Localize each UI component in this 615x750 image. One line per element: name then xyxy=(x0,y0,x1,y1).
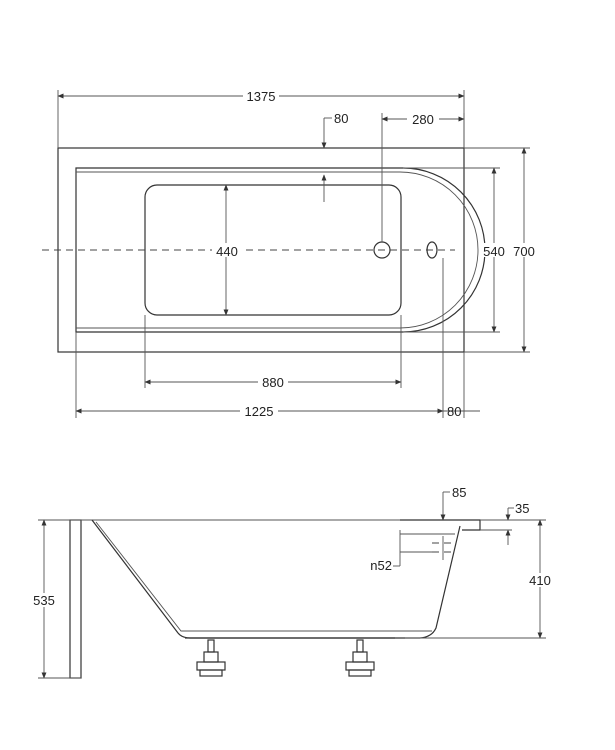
dim-drain-offset: 280 xyxy=(412,112,434,127)
dim-total-height: 535 xyxy=(33,593,55,608)
dim-left-offset: 80 xyxy=(334,111,348,126)
top-view: 1375 80 280 440 540 700 880 xyxy=(42,88,538,419)
dim-rim-height: 35 xyxy=(515,501,529,516)
dim-inner-width: 440 xyxy=(216,244,238,259)
leg-right xyxy=(345,639,375,677)
tub-side-inner xyxy=(95,521,432,632)
leg-left xyxy=(196,639,226,677)
dim-overflow-offset: 85 xyxy=(452,485,466,500)
overflow-hole xyxy=(426,241,438,259)
dim-drain-diameter: n52 xyxy=(370,558,392,573)
side-view: 535 410 85 35 n52 xyxy=(30,485,554,679)
dim-inner-depth: 540 xyxy=(483,244,505,259)
tub-inner-basin-offset xyxy=(76,171,479,329)
dim-tub-height: 410 xyxy=(529,573,551,588)
tub-rim-lip xyxy=(400,519,481,531)
tub-inner-basin xyxy=(75,167,486,333)
dim-inner-length: 1225 xyxy=(245,404,274,419)
tub-side-profile xyxy=(91,519,461,639)
dim-bottom-length: 880 xyxy=(262,375,284,390)
front-panel xyxy=(69,519,82,679)
dim-overall-length: 1375 xyxy=(247,89,276,104)
dim-overall-width: 700 xyxy=(513,244,535,259)
dim-right-offset: 80 xyxy=(447,404,461,419)
